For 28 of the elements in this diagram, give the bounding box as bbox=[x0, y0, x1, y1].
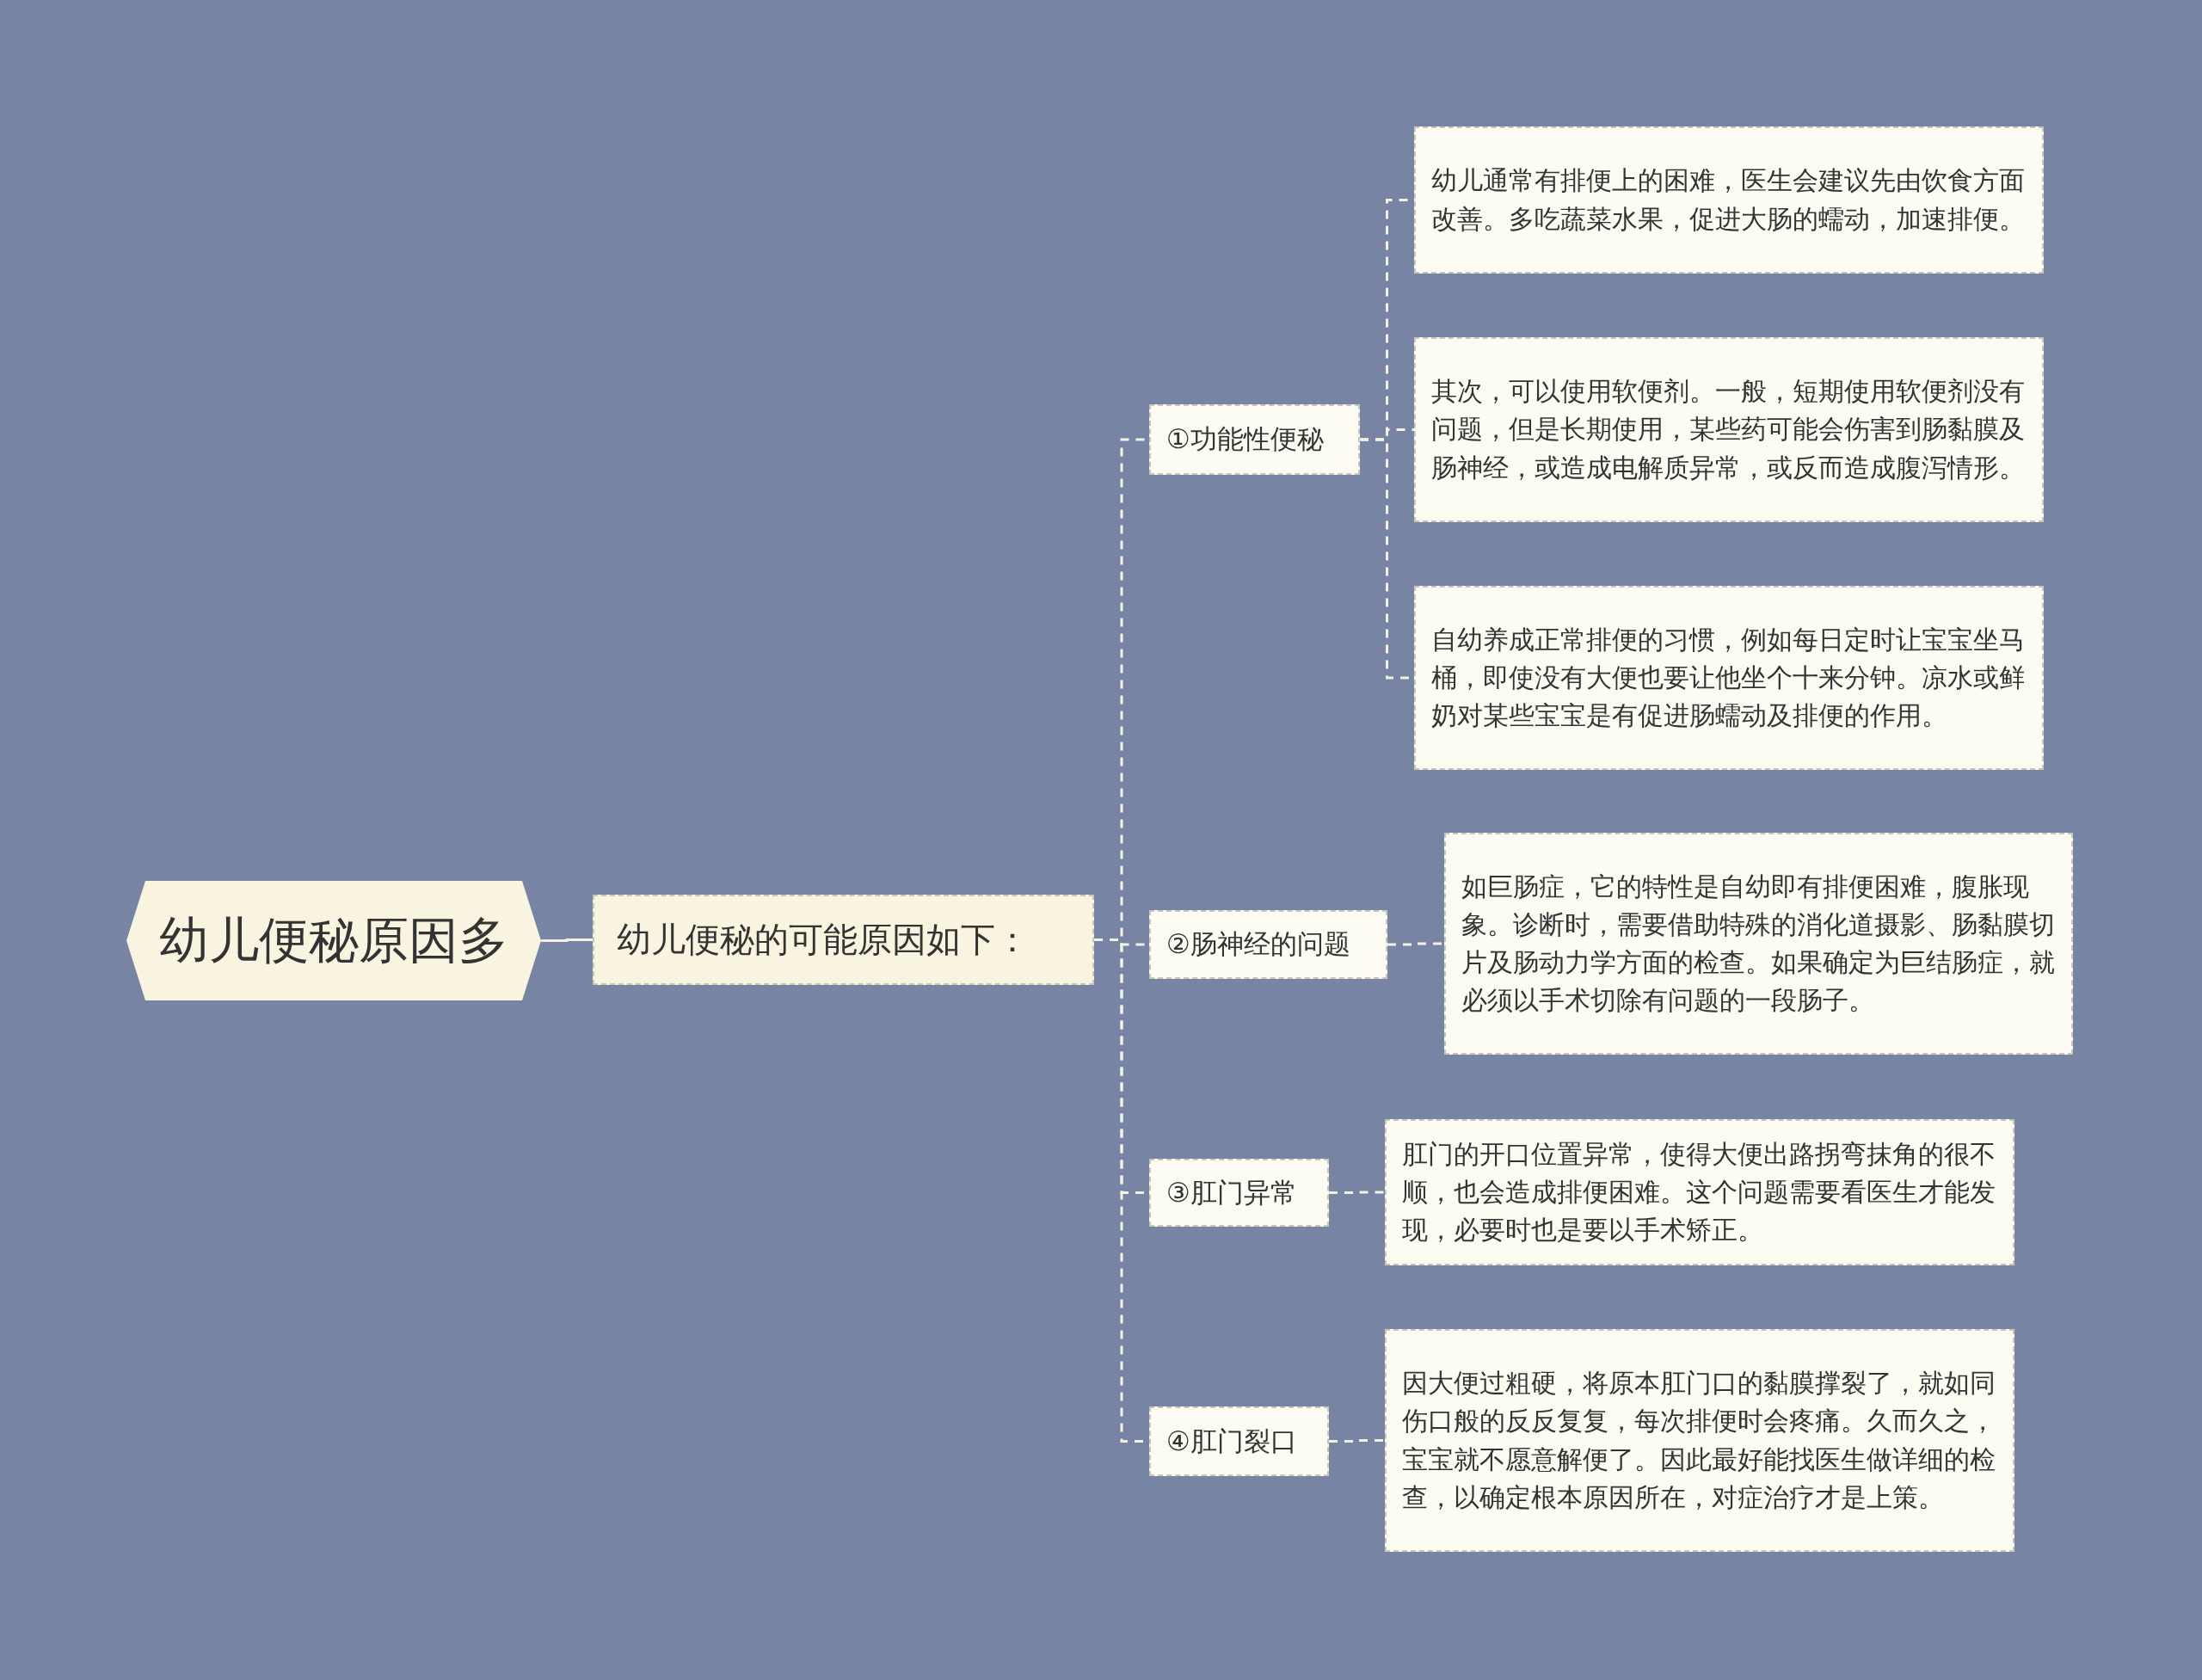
node-text: ③肛门异常 bbox=[1166, 1175, 1297, 1209]
note-box bbox=[1385, 1119, 2014, 1265]
note-box bbox=[1444, 833, 2073, 1055]
node-text: ④肛门裂口 bbox=[1166, 1424, 1297, 1458]
note-box bbox=[1414, 126, 2044, 274]
connector-line bbox=[1329, 1439, 1385, 1443]
hexagon-node bbox=[126, 881, 541, 1000]
note-box bbox=[1385, 1329, 2014, 1552]
node-text: 幼儿便秘的可能原因如下： bbox=[617, 919, 1030, 962]
subtopic-box bbox=[1149, 1159, 1329, 1227]
node-text: 幼儿通常有排便上的困难，医生会建议先由饮食方面改善。多吃蔬菜水果，促进大肠的蠕动，加速排便。 bbox=[1431, 164, 2026, 236]
subtopic-box bbox=[1149, 910, 1387, 979]
connector-line bbox=[1387, 942, 1444, 946]
node-text: 如巨肠症，它的特性是自幼即有排便困难，腹胀现象。诊断时，需要借助特殊的消化道摄影、肠黏膜切片及肠动力学方面的检查。如果确定为巨结肠症，就必须以手术切除有问题的一段肠子。 bbox=[1461, 870, 2056, 1018]
node-text: 自幼养成正常排便的习惯，例如每日定时让宝宝坐马桶，即使没有大便也要让他坐个十来分钟。凉水或鲜奶对某些宝宝是有促进肠蠕动及排便的作用。 bbox=[1431, 623, 2026, 733]
subtopic-box bbox=[1149, 1406, 1329, 1476]
subtopic-box bbox=[1149, 404, 1360, 475]
connector-line bbox=[1329, 1191, 1385, 1194]
topic-box bbox=[593, 895, 1094, 985]
topic-text: 幼儿便秘原因多 bbox=[159, 909, 508, 971]
node-text: 肛门的开口位置异常，使得大便出路拐弯抹角的很不顺，也会造成排便困难。这个问题需要看医生才能发现，必要时也是要以手术矫正。 bbox=[1402, 1137, 1996, 1247]
note-box bbox=[1414, 337, 2044, 522]
node-text: 其次，可以使用软便剂。一般，短期使用软便剂没有问题，但是长期使用，某些药可能会伤害到肠黏膜及肠神经，或造成电解质异常，或反而造成腹泻情形。 bbox=[1431, 375, 2026, 484]
note-box bbox=[1414, 586, 2044, 770]
node-text: ②肠神经的问题 bbox=[1166, 927, 1350, 962]
node-text: 因大便过粗硬，将原本肛门口的黏膜撑裂了，就如同伤口般的反反复复，每次排便时会疼痛。久而久之，宝宝就不愿意解便了。因此最好能找医生做详细的检查，以确定根本原因所在，对症治疗才是上策。 bbox=[1402, 1367, 1996, 1514]
node-text: ①功能性便秘 bbox=[1166, 422, 1324, 457]
connector-line bbox=[541, 938, 593, 942]
